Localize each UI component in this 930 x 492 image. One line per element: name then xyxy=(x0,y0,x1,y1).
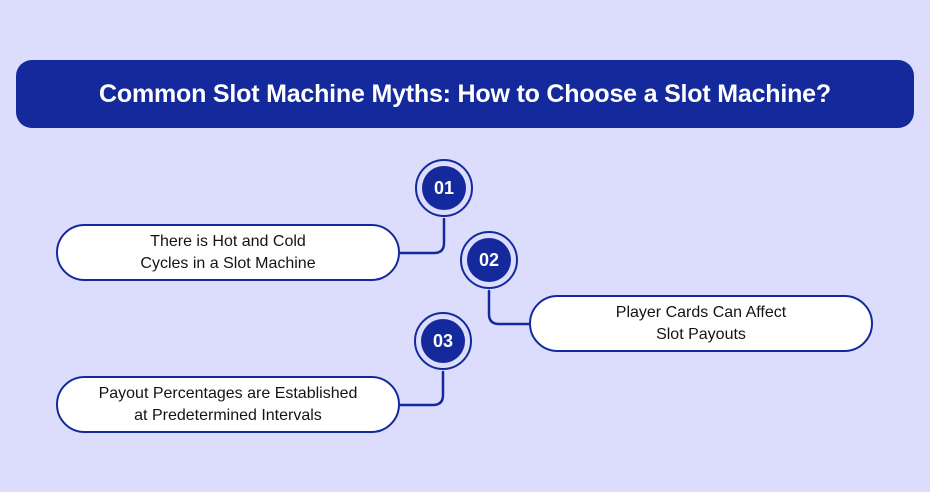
step-node-01-disc: 01 xyxy=(422,166,466,210)
connector-01 xyxy=(398,217,446,255)
myth-card-01-text: There is Hot and Cold Cycles in a Slot M… xyxy=(114,231,341,274)
step-number-01: 01 xyxy=(433,178,455,198)
myth-card-03-text: Payout Percentages are Established at Pr… xyxy=(73,383,384,426)
myth-card-02-line2: Slot Payouts xyxy=(656,325,746,343)
myth-card-02-text: Player Cards Can Affect Slot Payouts xyxy=(590,302,812,345)
step-node-01[interactable]: 01 xyxy=(415,159,473,217)
myth-card-01-line1: There is Hot and Cold xyxy=(150,232,306,250)
step-number-03: 03 xyxy=(432,331,454,351)
step-node-03[interactable]: 03 xyxy=(414,312,472,370)
connector-02 xyxy=(487,289,531,326)
step-node-03-disc: 03 xyxy=(421,319,465,363)
step-number-02: 02 xyxy=(478,250,500,270)
myth-card-02-line1: Player Cards Can Affect xyxy=(615,303,787,321)
step-node-02-disc: 02 xyxy=(467,238,511,282)
myth-card-03-line1: Payout Percentages are Established xyxy=(98,384,358,402)
myth-card-01-line2: Cycles in a Slot Machine xyxy=(140,254,316,272)
myth-card-03[interactable]: Payout Percentages are Established at Pr… xyxy=(56,376,400,433)
myth-card-03-line2: at Predetermined Intervals xyxy=(134,406,322,424)
page-title: Common Slot Machine Myths: How to Choose… xyxy=(99,79,831,108)
myth-card-02[interactable]: Player Cards Can Affect Slot Payouts xyxy=(529,295,873,352)
myth-card-01[interactable]: There is Hot and Cold Cycles in a Slot M… xyxy=(56,224,400,281)
title-banner: Common Slot Machine Myths: How to Choose… xyxy=(16,60,914,128)
connector-03 xyxy=(398,370,445,407)
step-node-02[interactable]: 02 xyxy=(460,231,518,289)
